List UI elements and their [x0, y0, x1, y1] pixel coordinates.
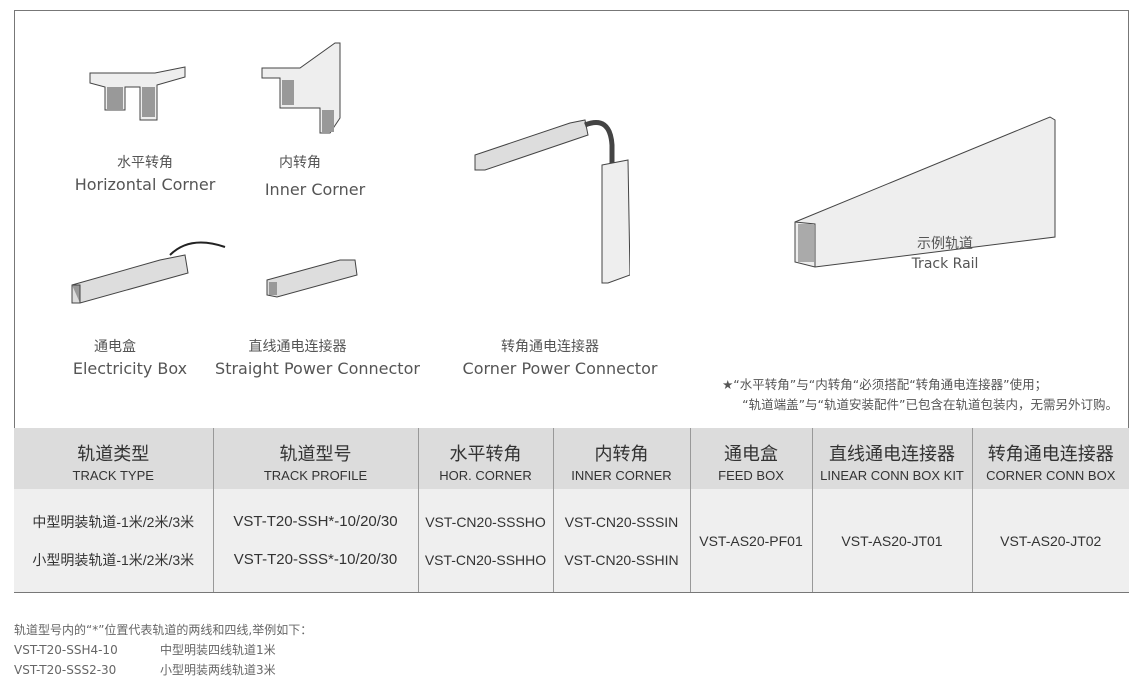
corner-power-connector-image	[474, 119, 630, 284]
caption-track-rail: 示例轨道 Track Rail	[885, 233, 1005, 272]
caption-inner-corner: 内转角 Inner Corner	[245, 152, 385, 199]
caption-zh: 通电盒	[94, 339, 136, 355]
horizontal-corner-image	[89, 66, 186, 121]
caption-zh: 示例轨道	[917, 236, 973, 252]
note-line: “轨道端盖”与“轨道安装配件”已包含在轨道包装内，无需另外订购。	[742, 397, 1118, 412]
cell-track-type: 中型明装轨道-1米/2米/3米小型明装轨道-1米/2米/3米	[14, 489, 214, 592]
cell-linear-conn: VST-AS20-JT01	[812, 489, 973, 592]
caption-en: Horizontal Corner	[74, 175, 216, 194]
caption-en: Inner Corner	[264, 180, 366, 199]
caption-en: Track Rail	[911, 256, 979, 272]
straight-power-connector-image	[266, 259, 358, 298]
caption-corner-power-connector: 转角通电连接器 Corner Power Connector	[450, 336, 670, 378]
caption-zh: 水平转角	[117, 155, 173, 171]
caption-zh: 直线通电连接器	[248, 339, 347, 355]
electricity-box-image	[71, 241, 226, 304]
caption-en: Straight Power Connector	[215, 359, 420, 378]
caption-zh: 转角通电连接器	[501, 339, 599, 355]
caption-en: Electricity Box	[72, 359, 188, 378]
track-rail-image	[794, 116, 1056, 268]
inner-corner-image	[261, 42, 341, 134]
caption-horizontal-corner: 水平转角 Horizontal Corner	[60, 152, 230, 194]
model-footnote: 轨道型号内的“*”位置代表轨道的两线和四线,举例如下： VST-T20-SSH4…	[14, 620, 312, 680]
footnote-intro: 轨道型号内的“*”位置代表轨道的两线和四线,举例如下：	[14, 623, 313, 637]
caption-straight-power-connector: 直线通电连接器 Straight Power Connector	[205, 336, 430, 378]
product-panel	[14, 10, 1129, 593]
usage-note: ★“水平转角”与“内转角“必须搭配“转角通电连接器”使用； “轨道端盖”与“轨道…	[722, 375, 1118, 415]
caption-en: Corner Power Connector	[462, 359, 658, 378]
caption-zh: 内转角	[279, 155, 321, 171]
note-line: ★“水平转角”与“内转角“必须搭配“转角通电连接器”使用；	[722, 377, 1048, 392]
cell-feed-box: VST-AS20-PF01	[690, 489, 813, 592]
caption-electricity-box: 通电盒 Electricity Box	[55, 336, 205, 378]
cell-corner-conn: VST-AS20-JT02	[972, 489, 1129, 592]
table-row: 中型明装轨道-1米/2米/3米小型明装轨道-1米/2米/3米 VST-T20-S…	[14, 489, 1129, 592]
